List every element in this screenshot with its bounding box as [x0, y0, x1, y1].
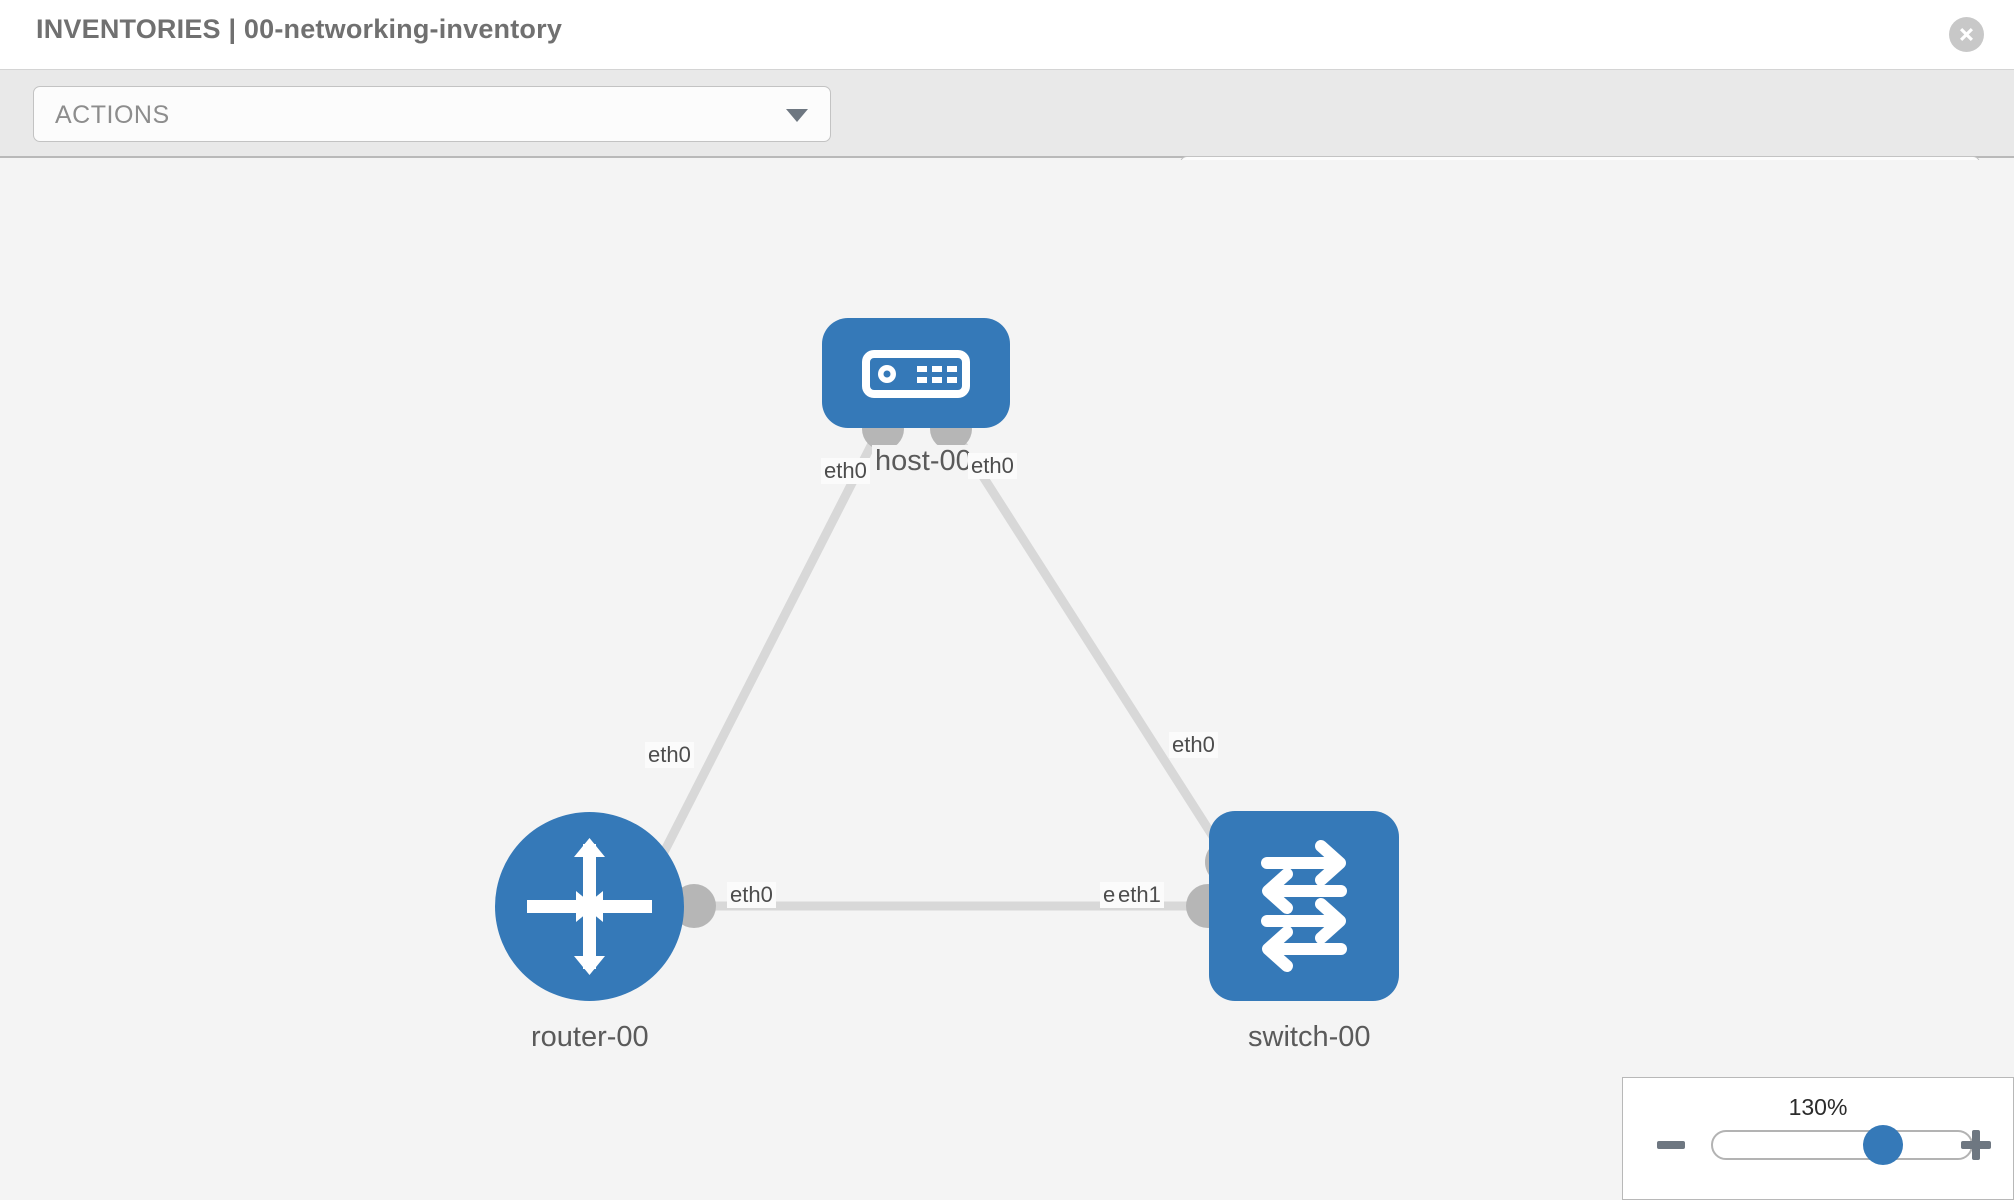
chevron-down-icon — [786, 109, 808, 122]
actions-dropdown[interactable]: ACTIONS — [33, 86, 831, 142]
actions-dropdown-label: ACTIONS — [55, 101, 170, 129]
topology-canvas[interactable]: host-00 router-00 switch-00 eth0 eth0 et… — [0, 160, 2014, 1200]
iface-label-router-up: eth0 — [645, 742, 694, 768]
router-four-arrows-icon — [527, 838, 652, 975]
minus-icon[interactable] — [1657, 1141, 1685, 1149]
iface-label-switch-up: eth0 — [1169, 732, 1218, 758]
close-icon[interactable] — [1949, 17, 1984, 52]
switch-exchange-arrows-icon — [1261, 840, 1347, 972]
node-label-host-00: host-00 — [872, 445, 975, 478]
plus-icon[interactable] — [1961, 1130, 1991, 1160]
zoom-slider-thumb[interactable] — [1863, 1125, 1903, 1165]
node-label-router-00: router-00 — [528, 1021, 652, 1054]
zoom-control-panel: 130% — [1622, 1077, 2014, 1200]
iface-label-host-left: eth0 — [821, 458, 870, 484]
iface-label-router-right: eth0 — [727, 882, 776, 908]
topology-node-switch-00[interactable] — [1209, 811, 1399, 1001]
topology-node-router-00[interactable] — [495, 812, 684, 1001]
topology-node-host-00[interactable] — [822, 318, 1010, 428]
iface-label-host-right: eth0 — [968, 453, 1017, 479]
link-host-router[interactable] — [655, 425, 885, 863]
zoom-slider-track[interactable] — [1711, 1130, 1973, 1160]
link-host-switch[interactable] — [948, 425, 1232, 863]
node-label-switch-00: switch-00 — [1245, 1021, 1374, 1054]
iface-label-switch-left: eth1 — [1115, 882, 1164, 908]
zoom-percent-label: 130% — [1788, 1094, 1848, 1120]
page-title: INVENTORIES | 00-networking-inventory — [36, 14, 563, 44]
topology-links-layer — [655, 425, 1232, 911]
server-appliance-icon — [862, 350, 970, 398]
toolbar: ACTIONS SEARCH — [0, 69, 2014, 212]
page-header: INVENTORIES | 00-networking-inventory — [0, 0, 2014, 69]
